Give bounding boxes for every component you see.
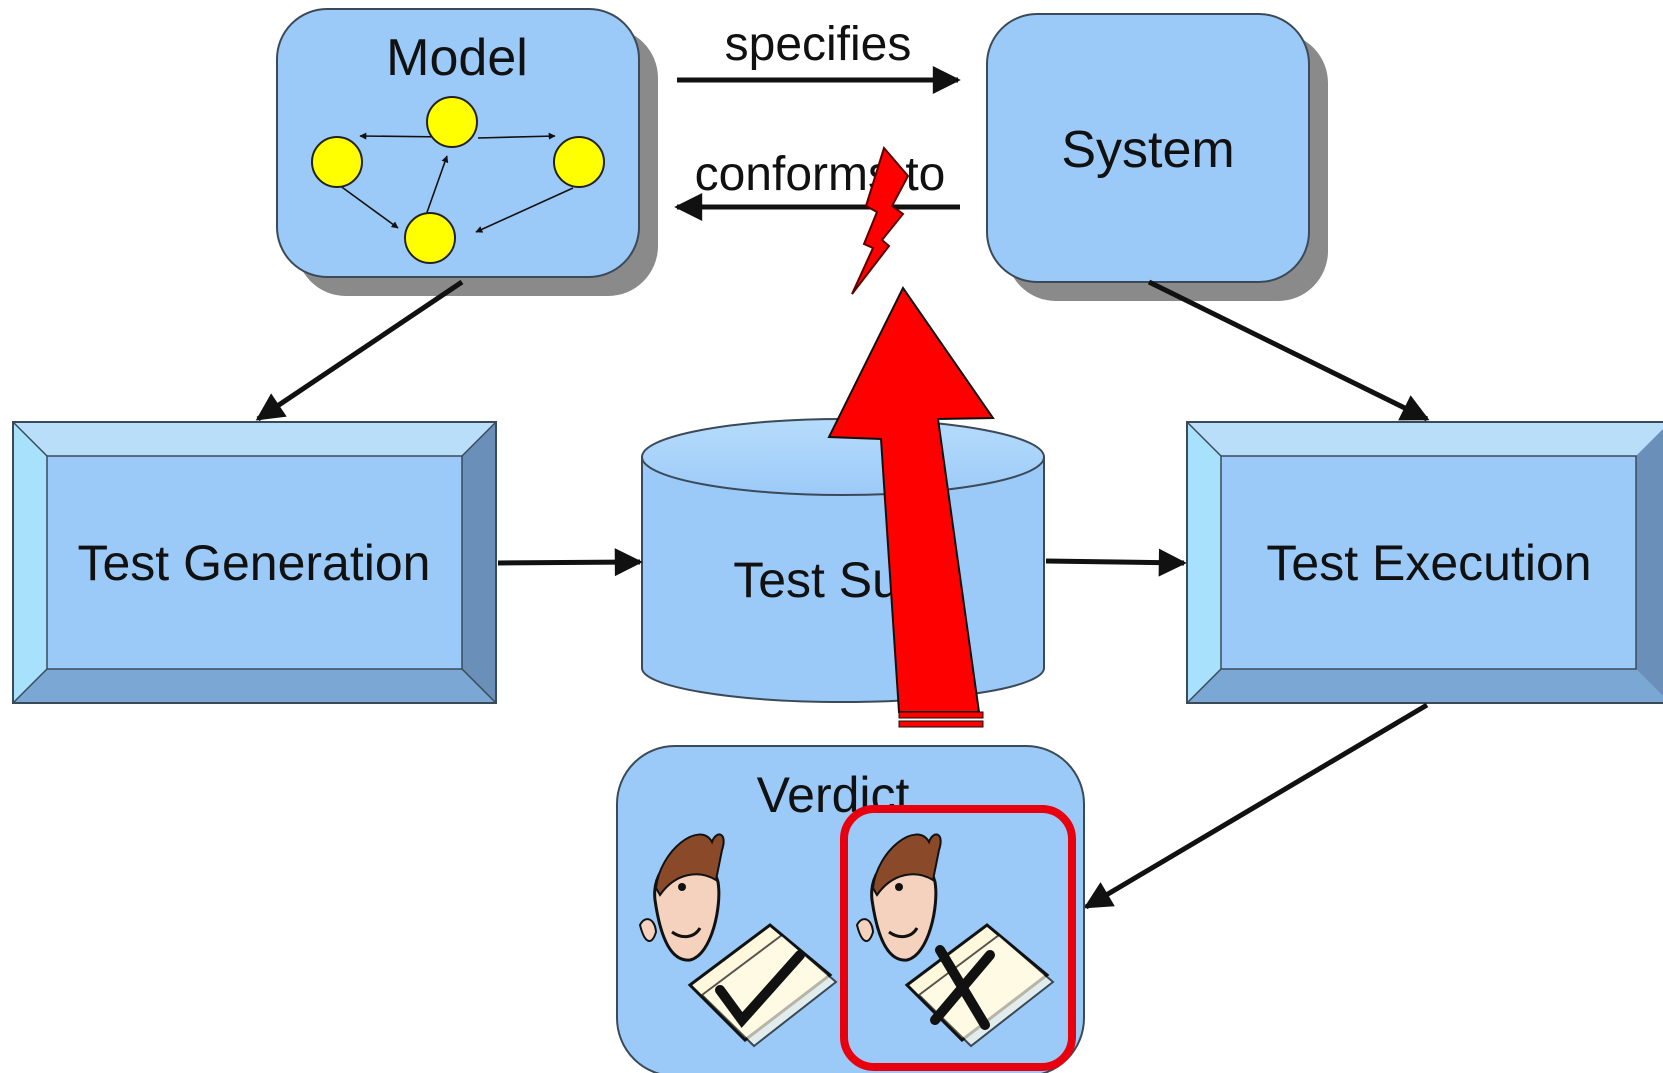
model-to-generation-arrow: [255, 279, 464, 422]
test-suite-node: Test Suite: [641, 418, 1045, 703]
verdict-label: Verdict: [757, 767, 910, 823]
fail-verdict-highlight: [840, 805, 1076, 1071]
flow-arrows: [255, 279, 1430, 910]
system-label: System: [1061, 121, 1234, 179]
suite-to-execution-arrow: [1045, 548, 1187, 577]
person-fail-icon: [855, 833, 1055, 1048]
test-execution-node: Test Execution: [1186, 421, 1663, 704]
conforms-to-arrow: conforms to: [674, 148, 960, 221]
test-execution-label: Test Execution: [1266, 535, 1591, 591]
specifies-arrow: specifies: [677, 18, 961, 94]
big-red-arrow-icon: [827, 286, 995, 728]
system-to-execution-arrow: [1147, 279, 1430, 422]
execution-to-verdict-arrow: [1083, 702, 1429, 910]
model-node: Model: [276, 8, 658, 296]
model-label: Model: [386, 29, 528, 87]
test-generation-node: Test Generation: [12, 421, 497, 704]
lightning-bolt-icon: [851, 145, 910, 295]
state-machine-icon: [311, 96, 605, 264]
generation-to-suite-arrow: [497, 548, 643, 577]
verdict-node: Verdict: [616, 745, 1085, 1073]
person-pass-icon: [638, 833, 838, 1048]
system-node: System: [986, 13, 1328, 301]
specifies-label: specifies: [725, 18, 912, 71]
test-generation-label: Test Generation: [78, 535, 431, 591]
